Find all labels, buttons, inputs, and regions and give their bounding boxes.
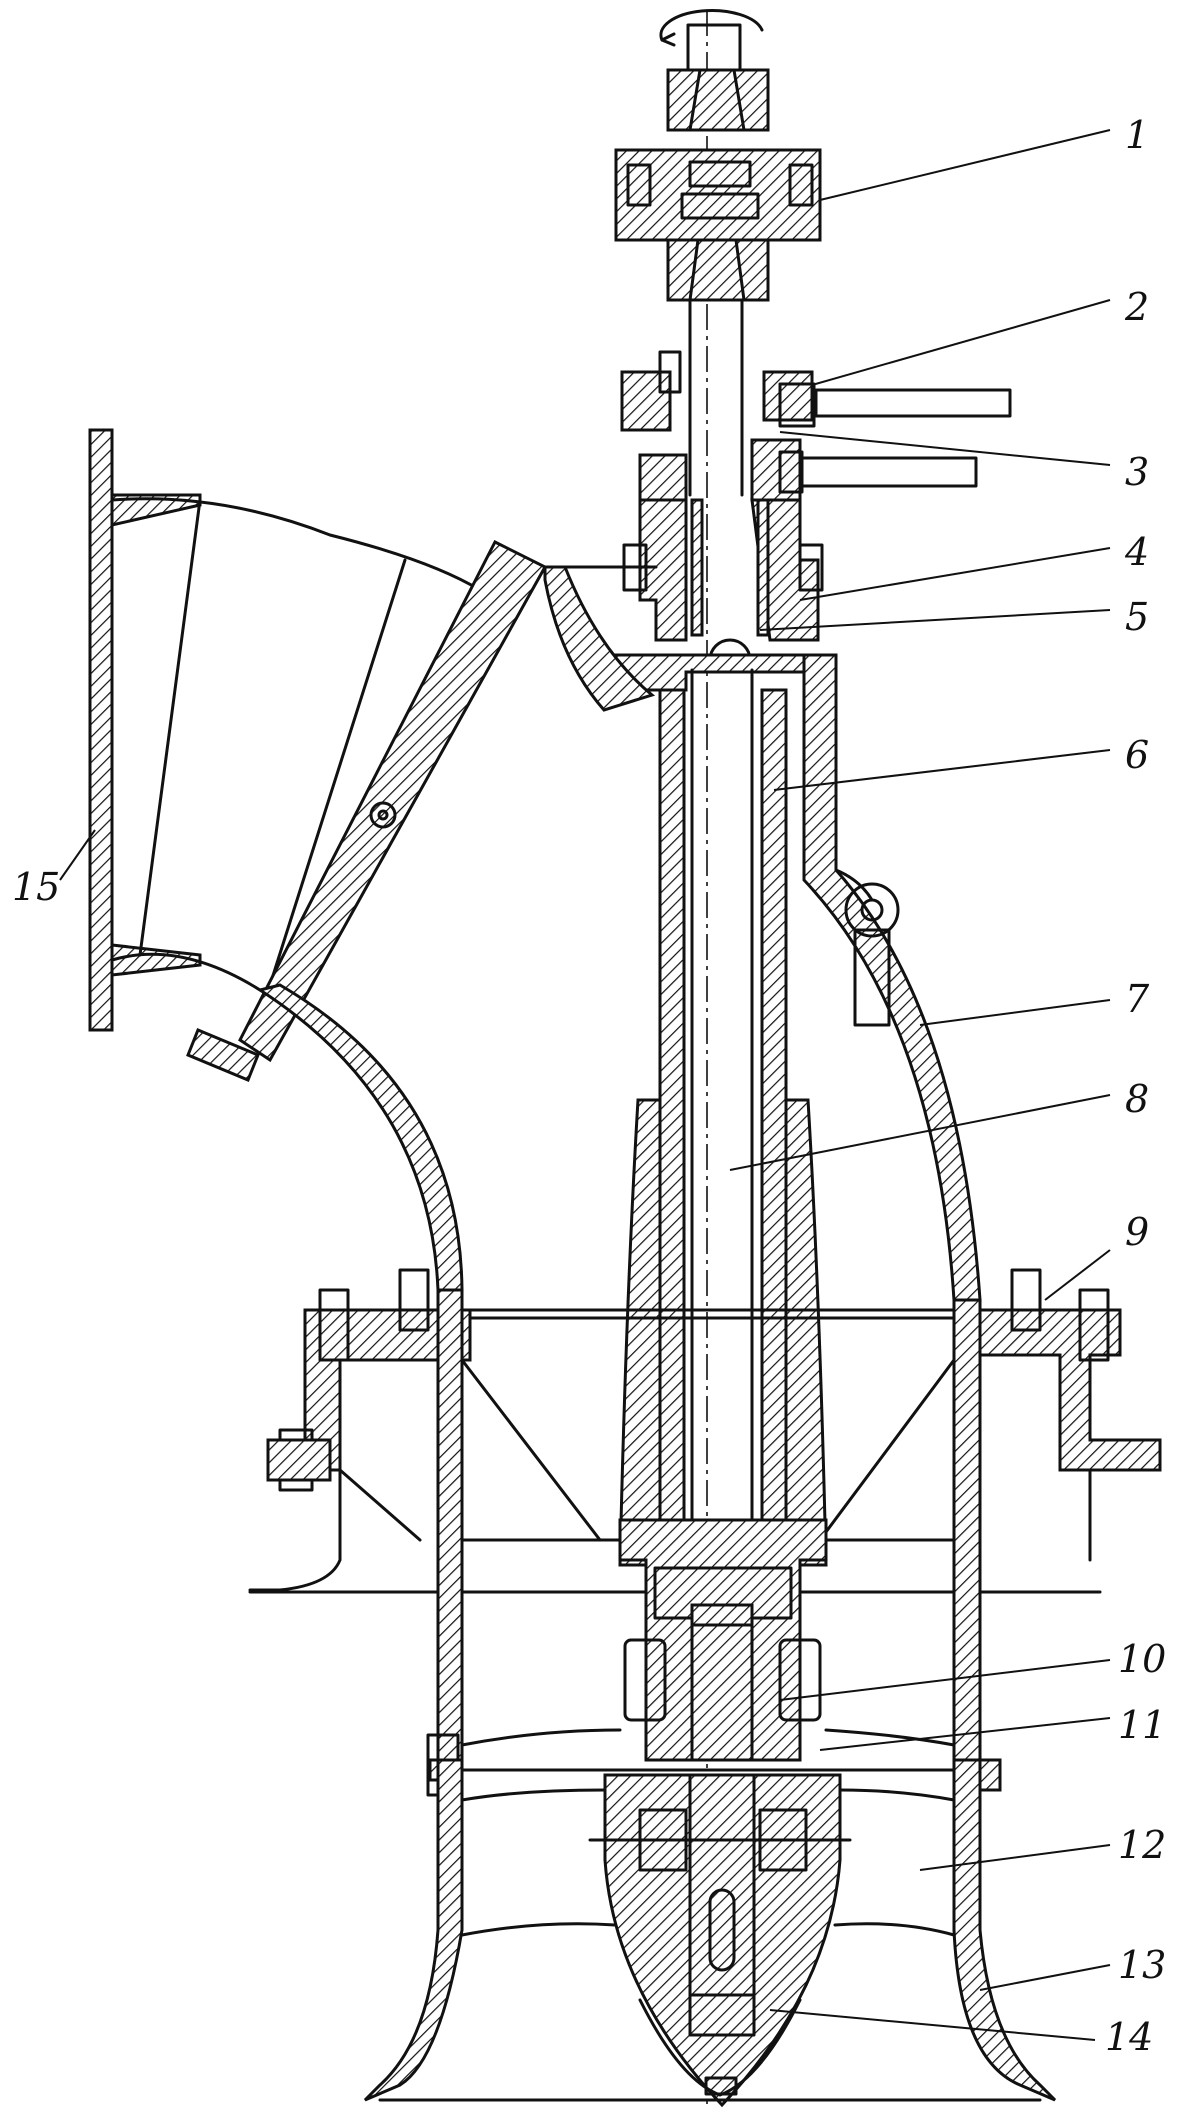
label-2: 2 [1124, 285, 1149, 329]
label-14: 14 [1105, 2015, 1153, 2059]
label-15: 15 [12, 865, 60, 909]
upper-shaft [688, 298, 744, 497]
coupling-assembly [614, 8, 822, 302]
label-3: 3 [1125, 450, 1149, 494]
part-labels: 1 2 3 4 5 6 7 8 9 10 11 12 13 14 15 [12, 113, 1166, 2059]
label-4: 4 [1124, 530, 1149, 574]
packing-gland [620, 350, 1012, 502]
flange-plate [248, 1268, 1162, 1594]
label-11: 11 [1118, 1703, 1166, 1747]
casing-walls [436, 1288, 982, 1762]
label-5: 5 [1125, 595, 1149, 639]
upper-bearing-housing [622, 498, 824, 662]
label-1: 1 [1125, 113, 1149, 157]
label-9: 9 [1125, 1210, 1149, 1254]
label-13: 13 [1118, 1943, 1166, 1987]
label-12: 12 [1118, 1823, 1166, 1867]
label-10: 10 [1118, 1637, 1166, 1681]
label-6: 6 [1125, 733, 1149, 777]
outlet-casing [802, 653, 982, 1302]
discharge-elbow [88, 428, 658, 1292]
inlet-bell [363, 1758, 1057, 2102]
lower-bearing-body [618, 1518, 828, 1762]
label-8: 8 [1125, 1077, 1149, 1121]
impeller-hub [588, 1773, 852, 2108]
label-7: 7 [1125, 977, 1150, 1021]
